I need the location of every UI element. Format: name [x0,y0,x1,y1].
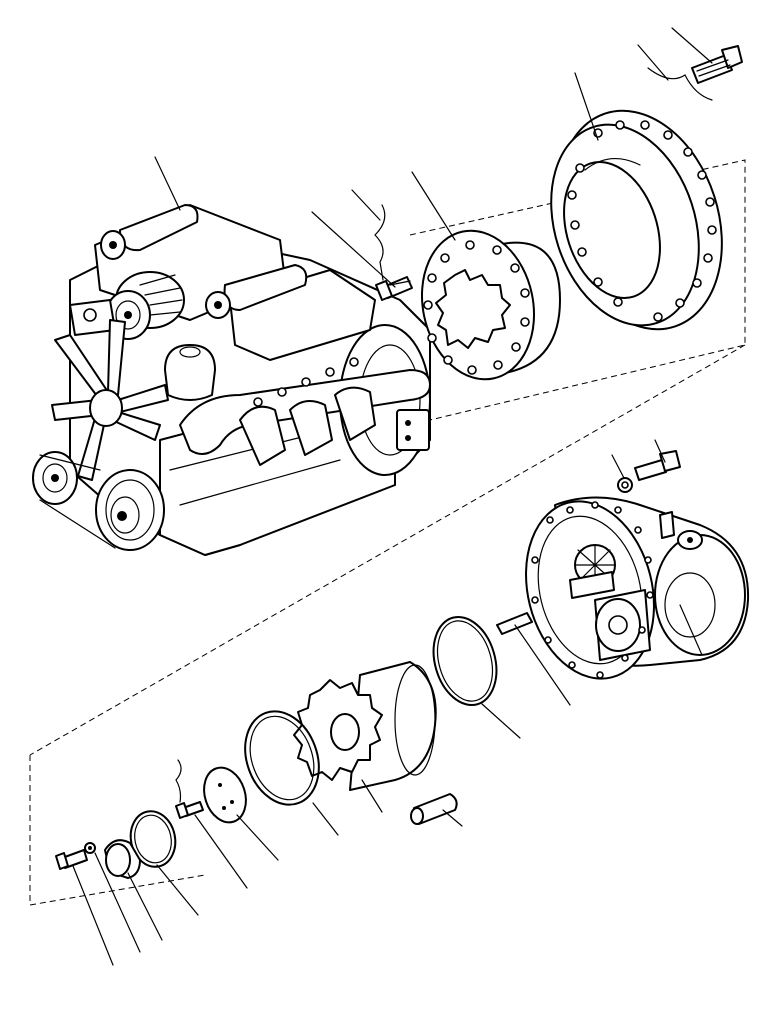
lock-wire-icon [374,204,386,281]
pulley-icon [32,451,165,551]
nut-icon [617,477,633,493]
bolt-icon [691,45,743,84]
flywheel-housing-ring-icon [550,109,723,331]
o-ring-icon [244,710,320,806]
pump-drive-gearbox-icon [525,496,750,680]
lock-wire-icon [647,67,713,101]
bolt-icon [175,801,204,819]
callout-leaders [72,27,713,966]
drive-key-icon [496,612,533,635]
splined-hub-icon [293,661,437,791]
fan-icon [51,319,169,481]
bolt-icon [375,276,413,301]
dowel-pin-icon [410,793,458,825]
washer-icon [84,842,96,854]
cover-plate-icon [203,766,247,824]
lock-wire-icon [175,759,182,803]
bolt-icon [55,849,88,870]
engine-assembly [32,204,431,556]
snap-ring-icon [432,615,498,707]
coupling-flange-icon [420,229,561,381]
bolt-icon [634,450,681,481]
end-cap-icon [104,839,141,879]
